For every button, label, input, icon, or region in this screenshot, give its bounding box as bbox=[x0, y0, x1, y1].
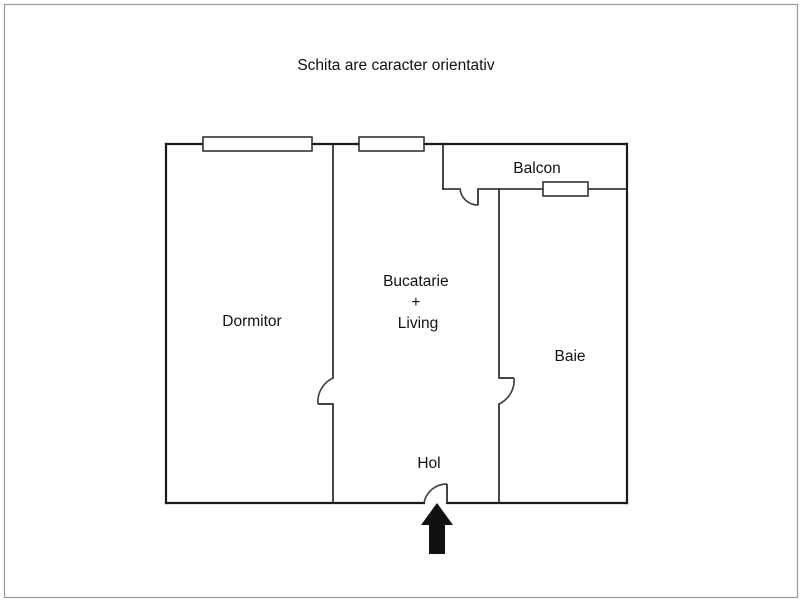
window-balcon bbox=[542, 181, 589, 197]
room-label-dormitor: Dormitor bbox=[222, 313, 281, 330]
room-label-hol: Hol bbox=[417, 455, 440, 472]
page-title: Schita are caracter orientativ bbox=[297, 57, 495, 74]
entrance-arrow-icon bbox=[421, 503, 453, 554]
door-baie bbox=[498, 377, 515, 405]
window-living bbox=[358, 136, 425, 152]
room-label-balcon: Balcon bbox=[513, 160, 560, 177]
door-balcon-arc bbox=[459, 188, 479, 206]
door-dormitor-arc bbox=[317, 377, 334, 405]
room-label-line: Bucatarie bbox=[383, 273, 448, 290]
door-balcon bbox=[459, 188, 479, 206]
page-border bbox=[3, 3, 799, 599]
window-dormitor bbox=[202, 136, 313, 152]
room-label-baie: Baie bbox=[554, 348, 585, 365]
room-label-bucatarie-living: Bucatarie + Living bbox=[383, 273, 453, 332]
door-baie-arc bbox=[498, 377, 515, 405]
room-label-line: + bbox=[411, 294, 420, 311]
door-entrance-arc bbox=[423, 483, 448, 504]
door-entrance bbox=[423, 483, 448, 504]
room-label-line: Living bbox=[398, 315, 439, 332]
door-dormitor bbox=[317, 377, 334, 405]
